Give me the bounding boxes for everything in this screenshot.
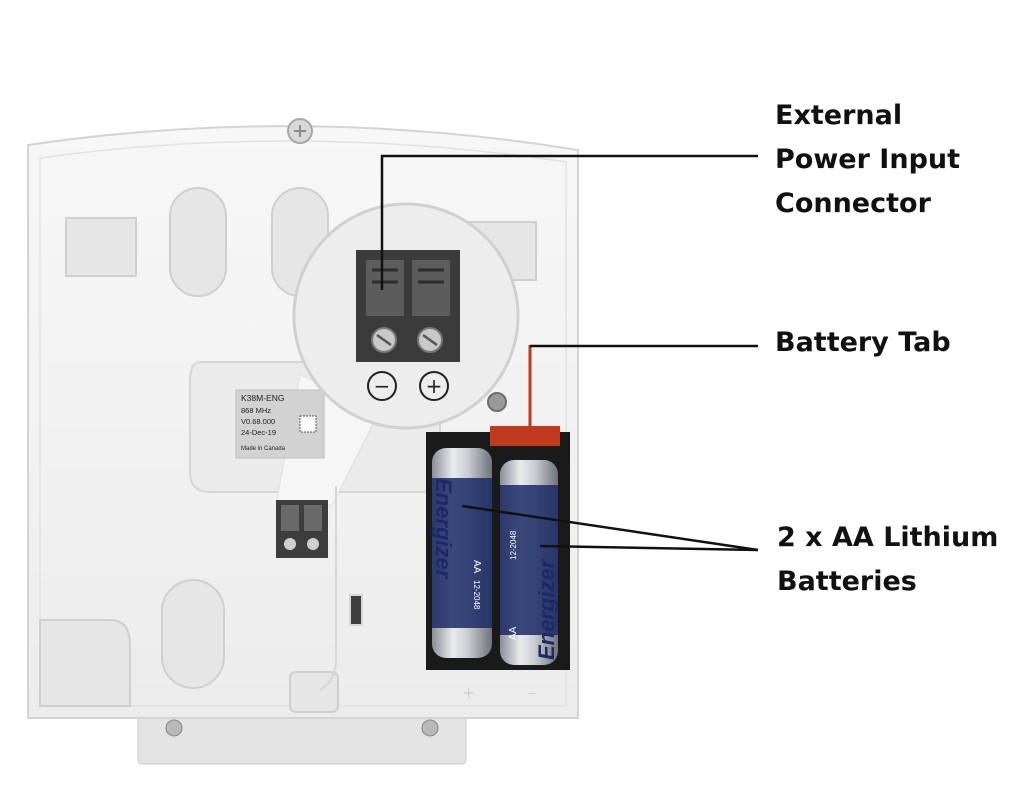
battery-tab bbox=[490, 426, 560, 446]
polarity-minus-icon: – bbox=[528, 683, 536, 702]
callout-battery-tab: Battery Tab bbox=[775, 321, 951, 365]
callout-batteries-line2: Batteries bbox=[777, 566, 917, 597]
leader-batteries-a bbox=[461, 504, 759, 552]
battery-left-code: 12-2048 bbox=[472, 580, 481, 610]
terminal-plus-symbol: + bbox=[426, 374, 443, 398]
minus-circle-icon bbox=[367, 371, 397, 401]
terminal-minus-symbol: − bbox=[374, 374, 391, 398]
polarity-plus-icon: + bbox=[462, 683, 475, 702]
led-indicator-icon bbox=[487, 392, 507, 412]
label-line-date: 24-Dec-19 bbox=[241, 428, 276, 437]
callout-batteries: 2 x AA Lithium Batteries bbox=[777, 516, 998, 604]
label-line-frequency: 868 MHz bbox=[241, 406, 271, 415]
callout-batteries-line1: 2 x AA Lithium bbox=[777, 522, 999, 553]
product-label: K38M-ENG 868 MHz V0.68.000 24-Dec-19 Mad… bbox=[235, 389, 325, 459]
battery-left: Energizer AA 12-2048 bbox=[431, 448, 492, 658]
callout-external-power-line3: Connector bbox=[775, 188, 931, 219]
callout-battery-tab-line1: Battery Tab bbox=[775, 327, 951, 358]
leader-external-power bbox=[380, 154, 758, 290]
callout-external-power-line1: External bbox=[775, 100, 903, 131]
callout-external-power: External Power Input Connector bbox=[775, 94, 960, 226]
leader-lines bbox=[380, 154, 759, 552]
battery-right: Energizer AA 12-2048 bbox=[500, 460, 559, 665]
callout-external-power-line2: Power Input bbox=[775, 144, 961, 175]
bottom-bracket bbox=[137, 711, 467, 765]
label-line-model: K38M-ENG bbox=[241, 393, 284, 403]
magnifier-inset: − + bbox=[292, 202, 520, 430]
battery-right-code: 12-2048 bbox=[509, 530, 518, 560]
cable-guide bbox=[319, 486, 363, 691]
battery-left-size: AA bbox=[471, 560, 482, 574]
battery-right-size: AA bbox=[508, 626, 519, 640]
label-line-origin: Made in Canada bbox=[241, 446, 286, 452]
qr-code-icon bbox=[299, 415, 317, 433]
battery-right-brand: Energizer bbox=[534, 558, 559, 660]
battery-left-brand: Energizer bbox=[431, 478, 456, 580]
leader-batteries-b bbox=[539, 544, 759, 552]
label-line-version: V0.68.000 bbox=[241, 417, 275, 426]
terminal-block-small bbox=[276, 500, 328, 558]
plus-circle-icon bbox=[419, 371, 449, 401]
